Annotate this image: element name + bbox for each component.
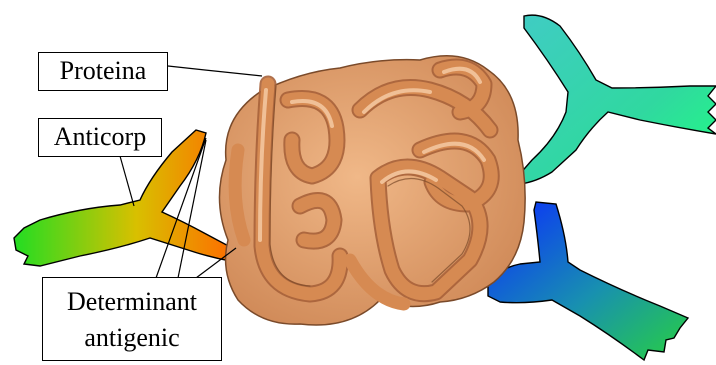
- antibody-upper-right-icon: [518, 15, 716, 184]
- antibody-leader-line: [120, 156, 134, 206]
- determinant-label-line-1: Determinant: [43, 284, 221, 320]
- determinant-label-line-2: antigenic: [43, 320, 221, 356]
- protein-blob-icon: [219, 56, 525, 325]
- antibody-label: Anticorp: [38, 118, 162, 157]
- protein-leader-line: [168, 66, 262, 76]
- protein-label: Proteina: [38, 52, 168, 91]
- antigenic-determinant-label: Determinant antigenic: [42, 277, 222, 361]
